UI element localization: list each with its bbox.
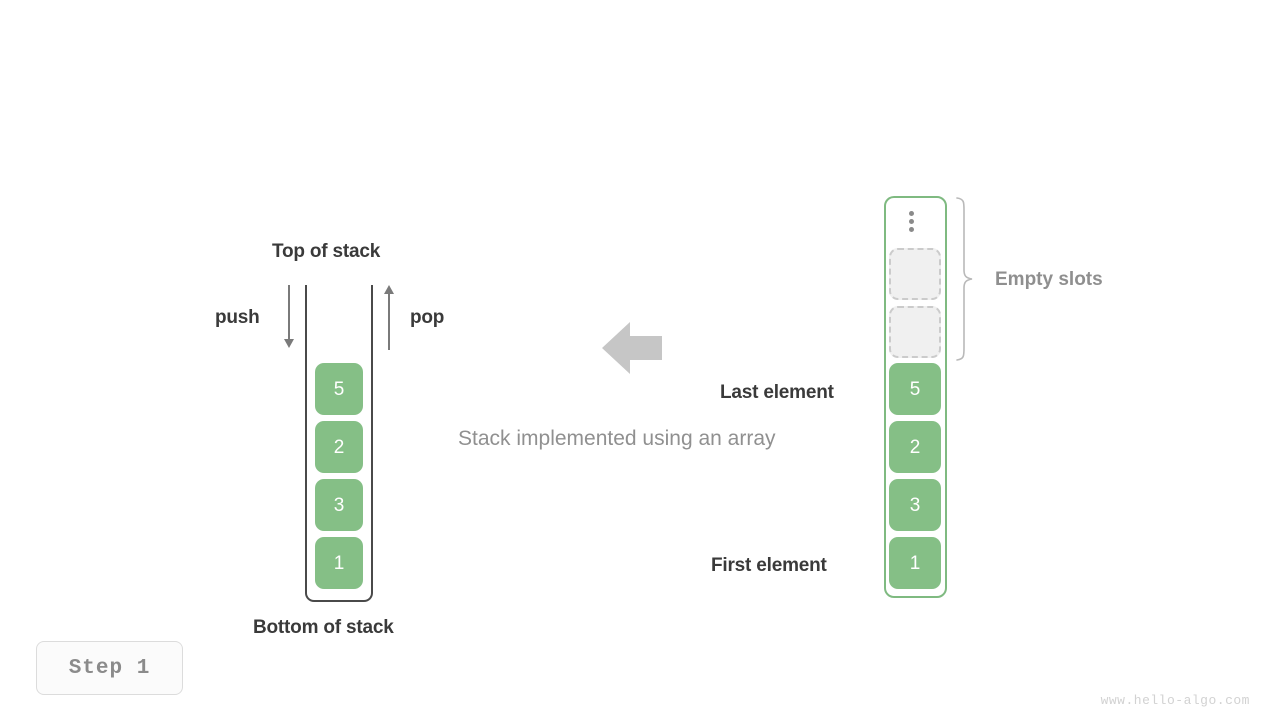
array-cell: 5 — [889, 363, 941, 415]
stack-cell-list: 5 2 3 1 — [315, 363, 363, 589]
push-arrow-icon — [283, 285, 295, 350]
bottom-of-stack-label: Bottom of stack — [253, 617, 394, 638]
pop-arrow-icon — [383, 285, 395, 350]
watermark: www.hello-algo.com — [1100, 693, 1250, 708]
empty-slots-label: Empty slots — [995, 269, 1103, 290]
vertical-ellipsis-icon — [909, 211, 914, 232]
empty-slots-brace — [956, 197, 973, 361]
empty-slot-list — [889, 248, 941, 358]
stack-container — [305, 285, 373, 602]
push-label: push — [215, 307, 260, 328]
array-cell: 3 — [889, 479, 941, 531]
top-of-stack-label: Top of stack — [272, 241, 381, 262]
empty-slot — [889, 306, 941, 358]
left-arrow-icon — [602, 322, 662, 374]
first-element-label: First element — [711, 555, 827, 576]
diagram-caption: Stack implemented using an array — [458, 427, 776, 450]
empty-slot — [889, 248, 941, 300]
stack-cell: 3 — [315, 479, 363, 531]
stack-cell: 2 — [315, 421, 363, 473]
step-badge: Step 1 — [36, 641, 183, 695]
array-cell-list: 5 2 3 1 — [889, 363, 941, 589]
pop-label: pop — [410, 307, 445, 328]
array-cell: 1 — [889, 537, 941, 589]
stack-cell: 5 — [315, 363, 363, 415]
stack-cell: 1 — [315, 537, 363, 589]
last-element-label: Last element — [720, 382, 834, 403]
array-cell: 2 — [889, 421, 941, 473]
